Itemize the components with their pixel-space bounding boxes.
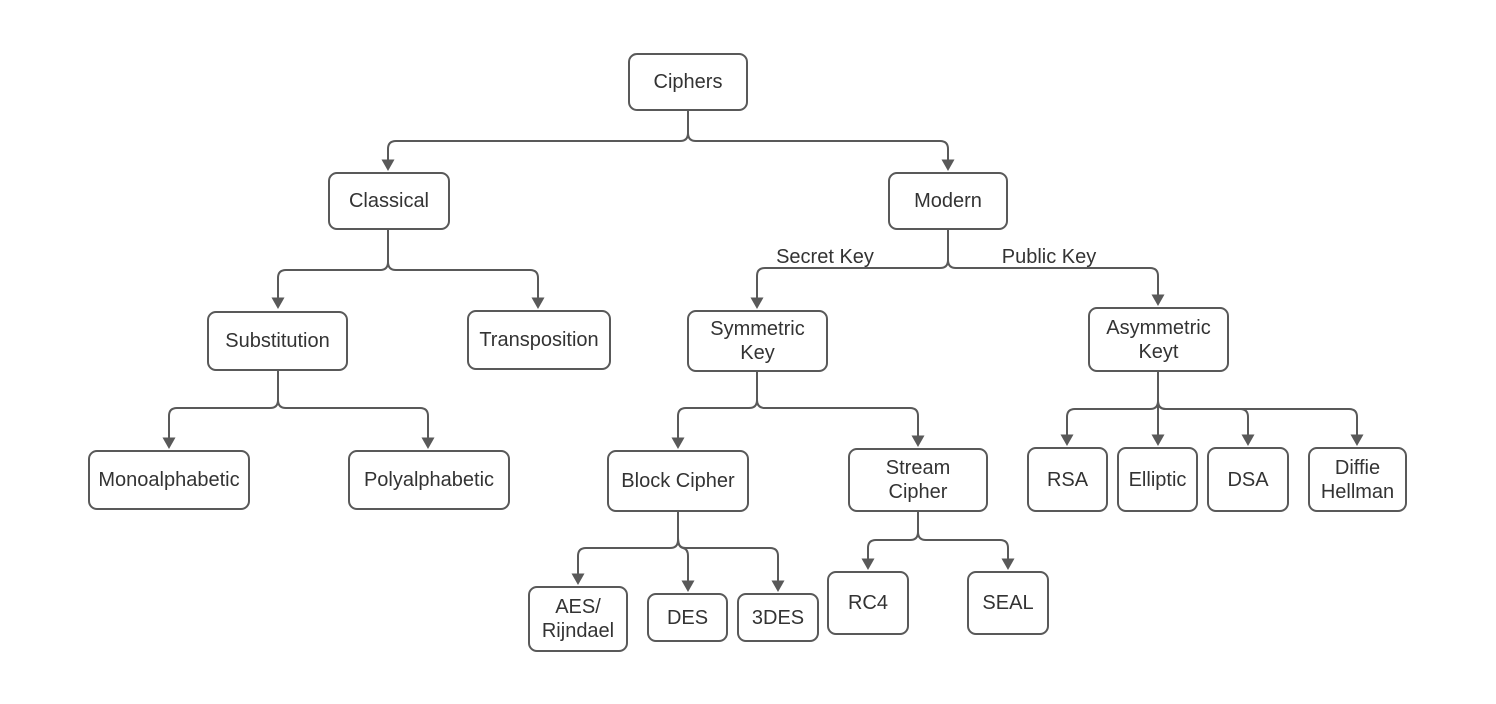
node-asymmetric-key: Asymmetric Keyt	[1088, 307, 1229, 372]
node-modern: Modern	[888, 172, 1008, 230]
node-symmetric-key-label: Symmetric Key	[710, 318, 805, 364]
node-modern-label: Modern	[914, 190, 982, 212]
node-block-cipher-label: Block Cipher	[621, 470, 735, 492]
arrowhead-monoalphabetic	[162, 437, 176, 449]
node-transposition-label: Transposition	[479, 329, 599, 351]
node-rc4: RC4	[827, 571, 909, 635]
arrowhead-stream-cipher	[911, 435, 925, 447]
arrowhead-elliptic	[1151, 434, 1165, 446]
node-elliptic-label: Elliptic	[1128, 468, 1187, 491]
connector-symmetric-block-cipher	[677, 372, 758, 438]
node-rsa-label: RSA	[1046, 468, 1089, 491]
node-transposition: Transposition	[467, 310, 611, 370]
arrowhead-aes-rijndael	[571, 573, 585, 585]
node-rc4-label: RC4	[847, 592, 888, 614]
node-monoalphabetic-label: Monoalphabetic	[98, 469, 240, 491]
node-aes-rijndael: AES/ Rijndael	[528, 586, 628, 652]
node-dsa-label: DSA	[1227, 468, 1269, 491]
connector-block-3des	[677, 512, 779, 581]
connector-asymmetric-dsa	[1157, 372, 1249, 435]
arrowhead-des	[681, 580, 695, 592]
arrowhead-substitution	[271, 297, 285, 309]
connector-stream-seal	[917, 512, 1009, 559]
edge-label-secret-key: Secret Key	[776, 246, 874, 268]
node-des: DES	[647, 593, 728, 642]
node-polyalphabetic: Polyalphabetic	[348, 450, 510, 510]
connector-ciphers-classical	[387, 111, 689, 160]
connector-classical-transposition	[387, 230, 539, 298]
node-classical-label: Classical	[348, 190, 430, 212]
node-diffie-hellman: Diffie Hellman	[1308, 447, 1407, 512]
node-stream-cipher: Stream Cipher	[848, 448, 988, 512]
node-block-cipher: Block Cipher	[607, 450, 749, 512]
connector-ciphers-modern	[687, 111, 949, 160]
arrowhead-classical	[381, 159, 395, 171]
node-ciphers: Ciphers	[628, 53, 748, 111]
connector-classical-substitution	[277, 230, 389, 298]
connector-symmetric-stream-cipher	[756, 372, 919, 436]
node-substitution: Substitution	[207, 311, 348, 371]
edge-label-public-key: Public Key	[1001, 246, 1097, 268]
node-seal: SEAL	[967, 571, 1049, 635]
arrowhead-transposition	[531, 297, 545, 309]
connector-stream-rc4	[867, 512, 919, 559]
node-3des-label: 3DES	[751, 606, 805, 629]
arrowhead-polyalphabetic	[421, 437, 435, 449]
arrowhead-rc4	[861, 558, 875, 570]
node-elliptic: Elliptic	[1117, 447, 1198, 512]
arrowhead-asymmetric-key	[1151, 294, 1165, 306]
node-dsa: DSA	[1207, 447, 1289, 512]
node-substitution-label: Substitution	[225, 330, 330, 352]
node-diffie-hellman-label: Diffie Hellman	[1320, 456, 1395, 503]
connector-asymmetric-rsa	[1066, 372, 1159, 435]
node-symmetric-key: Symmetric Key	[687, 310, 828, 372]
arrowhead-dsa	[1241, 434, 1255, 446]
node-monoalphabetic: Monoalphabetic	[88, 450, 250, 510]
node-des-label: DES	[666, 606, 709, 629]
node-rsa: RSA	[1027, 447, 1108, 512]
arrowhead-symmetric-key	[750, 297, 764, 309]
node-asymmetric-key-label: Asymmetric Keyt	[1106, 316, 1211, 363]
connector-substitution-polyalphabetic	[277, 371, 429, 438]
node-polyalphabetic-label: Polyalphabetic	[363, 469, 495, 491]
arrowhead-modern	[941, 159, 955, 171]
arrowhead-diffie-hellman	[1350, 434, 1364, 446]
node-classical: Classical	[328, 172, 450, 230]
connector-modern-asymmetric-key	[947, 230, 1159, 295]
arrowhead-seal	[1001, 558, 1015, 570]
node-3des: 3DES	[737, 593, 819, 642]
connector-block-aes-rijndael	[577, 512, 679, 574]
node-aes-rijndael-label: AES/ Rijndael	[541, 596, 615, 642]
connector-asymmetric-diffie-hellman	[1157, 372, 1358, 435]
arrowhead-block-cipher	[671, 437, 685, 449]
node-ciphers-label: Ciphers	[653, 71, 723, 93]
arrowhead-3des	[771, 580, 785, 592]
node-seal-label: SEAL	[982, 592, 1034, 614]
node-stream-cipher-label: Stream Cipher	[885, 457, 951, 503]
connector-substitution-monoalphabetic	[168, 371, 279, 438]
arrowhead-rsa	[1060, 434, 1074, 446]
